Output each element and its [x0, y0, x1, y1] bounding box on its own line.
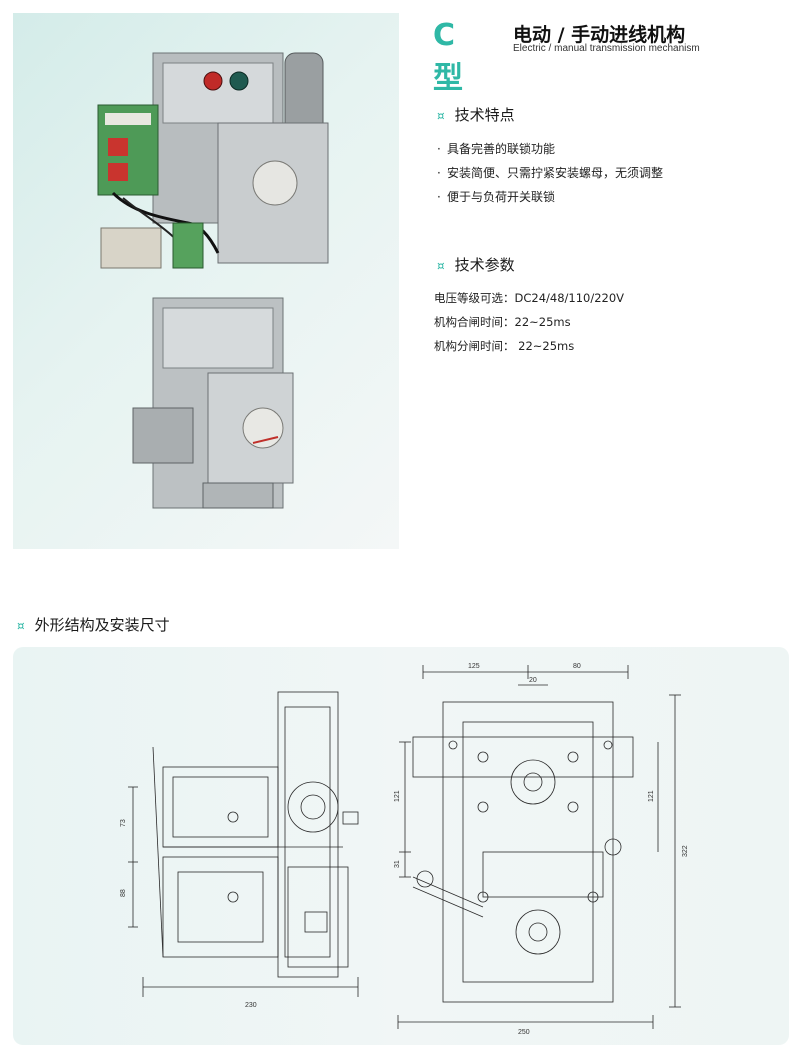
params-heading: ¤ 技术参数	[437, 254, 515, 275]
dim-front-bottom: 250	[518, 1029, 530, 1036]
currency-sign-icon: ¤	[437, 259, 445, 273]
front-view-drawing	[397, 665, 681, 1029]
dim-front-left-upper: 121	[394, 790, 401, 802]
dim-front-right-outer: 322	[682, 845, 689, 857]
drawing-heading: ¤ 外形结构及安装尺寸	[17, 614, 170, 635]
page-title: 电动 / 手动进线机构	[513, 24, 686, 46]
upper-mechanism-image	[97, 52, 329, 269]
dim-front-left-lower: 31	[394, 860, 401, 868]
feature-text: 安装简便、只需拧紧安装螺母，无须调整	[447, 166, 664, 180]
currency-sign-icon: ¤	[437, 109, 445, 123]
technical-drawing: 230 73 88 125 80 20 121 31 121 322 250	[13, 647, 789, 1045]
page-subtitle: Electric / manual transmission mechanism	[513, 43, 700, 54]
dim-front-right-inner: 121	[648, 790, 655, 802]
dim-front-top-left: 125	[468, 663, 480, 670]
dim-side-width: 230	[245, 1002, 257, 1009]
list-item: ·便于与负荷开关联锁	[437, 190, 556, 204]
param-row: 电压等级可选：DC24/48/110/220V	[434, 291, 625, 305]
features-list: ·具备完善的联锁功能 ·安装简便、只需拧紧安装螺母，无须调整 ·便于与负荷开关联…	[437, 137, 663, 209]
param-row: 机构合闸时间：22~25ms	[434, 315, 571, 329]
feature-text: 便于与负荷开关联锁	[447, 190, 556, 204]
dim-side-upper: 73	[120, 819, 127, 827]
dim-front-top-right: 80	[573, 663, 581, 670]
currency-sign-icon: ¤	[17, 619, 25, 633]
product-photo	[13, 13, 399, 549]
dim-side-lower: 88	[120, 889, 127, 897]
model-letter: C 型	[433, 18, 463, 96]
dim-front-top-mid: 20	[529, 677, 537, 684]
features-heading-text: 技术特点	[454, 106, 515, 124]
features-heading: ¤ 技术特点	[437, 104, 515, 125]
param-row: 机构分闸时间： 22~25ms	[434, 339, 575, 353]
drawing-heading-text: 外形结构及安装尺寸	[34, 616, 170, 634]
lower-mechanism-image	[132, 297, 294, 509]
list-item: ·安装简便、只需拧紧安装螺母，无须调整	[437, 166, 664, 180]
feature-text: 具备完善的联锁功能	[447, 142, 556, 156]
list-item: ·具备完善的联锁功能	[437, 142, 556, 156]
params-list: 电压等级可选：DC24/48/110/220V 机构合闸时间：22~25ms 机…	[434, 286, 624, 358]
params-heading-text: 技术参数	[454, 256, 515, 274]
side-view-drawing	[128, 691, 359, 997]
